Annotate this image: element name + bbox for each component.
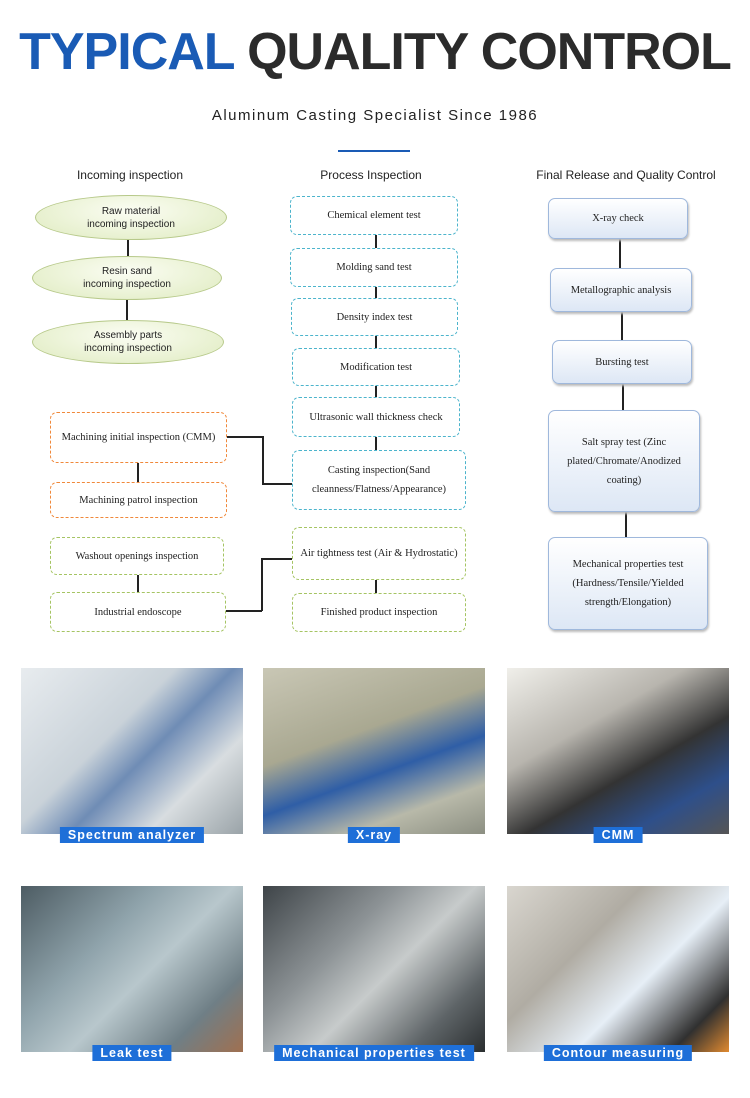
process-step: Finished product inspection (292, 593, 466, 632)
title-accent: TYPICAL (19, 23, 235, 81)
divider (338, 150, 410, 152)
process-step: Chemical element test (290, 196, 458, 235)
photo-caption: Spectrum analyzer (59, 827, 205, 843)
photo-caption: Contour measuring (543, 1045, 693, 1061)
process-step: Molding sand test (290, 248, 458, 287)
step-label: incoming inspection (84, 343, 172, 354)
photo-x-ray: X-ray (263, 668, 485, 843)
step-label: Resin sand (101, 266, 152, 277)
connector (137, 575, 139, 592)
step-label: Assembly parts (93, 330, 163, 341)
incoming-step: Assembly parts incoming inspection (32, 320, 224, 364)
photo-mechanical-properties-test: Mechanical properties test (263, 886, 485, 1061)
connector (126, 298, 128, 320)
connector (619, 239, 621, 268)
connector (261, 558, 292, 560)
photo-caption: Leak test (92, 1045, 172, 1061)
connector (226, 610, 262, 612)
title-rest: QUALITY CONTROL (247, 23, 732, 81)
process-step: Casting inspection(Sand cleanness/Flatne… (292, 450, 466, 510)
connector (137, 463, 139, 482)
process-step: Ultrasonic wall thickness check (292, 397, 460, 437)
connector (622, 384, 624, 410)
photo-contour-measuring: Contour measuring (507, 886, 729, 1061)
connector (621, 312, 623, 340)
connector (625, 512, 627, 537)
process-step: Density index test (291, 298, 458, 336)
photo-leak-test: Leak test (21, 886, 243, 1061)
process-step: Air tightness test (Air & Hydrostatic) (292, 527, 466, 580)
connector (127, 238, 129, 256)
step-label: incoming inspection (87, 218, 175, 230)
photo-caption: Mechanical properties test (274, 1045, 474, 1061)
incoming-step: Resin sand incoming inspection (32, 256, 222, 300)
photo-caption: CMM (593, 827, 643, 843)
machining-step: Washout openings inspection (50, 537, 224, 575)
photo-caption: X-ray (347, 827, 401, 843)
connector (375, 580, 377, 593)
subtitle: Aluminum Casting Specialist Since 1986 (211, 107, 539, 124)
connector (262, 483, 292, 485)
machining-step: Machining patrol inspection (50, 482, 227, 518)
column-heading-final: Final Release and Quality Control (536, 168, 716, 182)
final-step: X-ray check (548, 198, 688, 239)
photo-cmm: CMM (507, 668, 729, 843)
machining-step: Machining initial inspection (CMM) (50, 412, 227, 463)
final-step: Mechanical properties test (Hardness/Ten… (548, 537, 708, 630)
final-step: Bursting test (552, 340, 692, 384)
connector (262, 436, 264, 484)
final-step: Metallographic analysis (550, 268, 692, 312)
connector (375, 437, 377, 450)
connector (261, 558, 263, 611)
machining-step: Industrial endoscope (50, 592, 226, 632)
photo-spectrum-analyzer: Spectrum analyzer (21, 668, 243, 843)
connector (227, 436, 263, 438)
column-heading-incoming: Incoming inspection (76, 168, 184, 182)
final-step: Salt spray test (Zinc plated/Chromate/An… (548, 410, 700, 512)
process-step: Modification test (292, 348, 460, 386)
step-label: incoming inspection (83, 279, 171, 290)
step-label: Raw material (101, 205, 161, 217)
page-title: TYPICAL QUALITY CONTROL (0, 22, 750, 82)
column-heading-process: Process Inspection (320, 168, 422, 182)
